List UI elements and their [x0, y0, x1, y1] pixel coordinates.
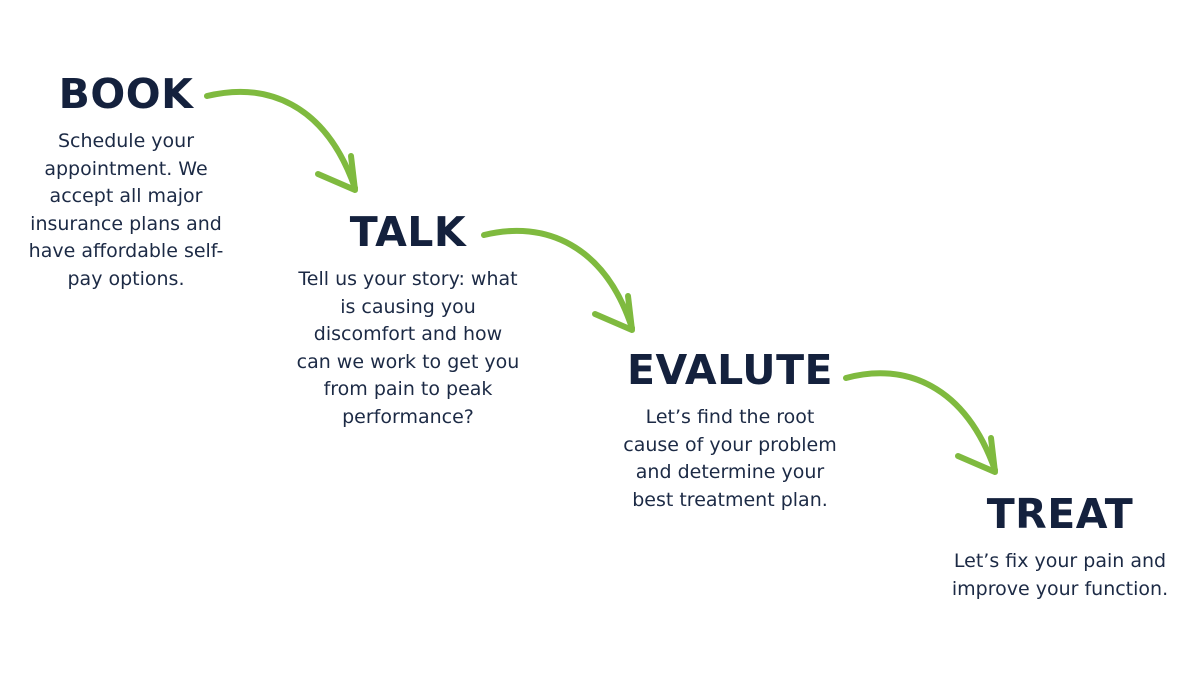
description-line: best treatment plan. [632, 488, 828, 511]
curved-arrow-icon [843, 370, 998, 475]
step-description: Let’s fix your pain and improve your fun… [942, 548, 1178, 603]
description-line: is causing you [340, 295, 476, 318]
step-description: Let’s find the root cause of your proble… [612, 404, 848, 514]
curved-arrow-icon [204, 88, 358, 193]
description-line: from pain to peak [323, 378, 493, 400]
description-line: appointment. We [44, 157, 208, 180]
step-title: EVALUTE [626, 346, 834, 394]
description-line: discomfort and how [313, 323, 503, 345]
step-title: TALK [349, 208, 467, 256]
description-line: have affordable self- [28, 240, 224, 262]
description-line: Let’s find the root [645, 406, 815, 428]
description-line: Schedule your [57, 130, 195, 152]
step-talk: TALK Tell us your story: what is causing… [292, 208, 524, 431]
step-title: BOOK [58, 70, 194, 118]
step-description: Schedule your appointment. We accept all… [20, 128, 232, 293]
step-treat: TREAT Let’s fix your pain and improve yo… [942, 490, 1178, 603]
description-line: performance? [342, 405, 474, 428]
description-line: pay options. [67, 267, 185, 290]
step-book: BOOK Schedule your appointment. We accep… [20, 70, 232, 293]
description-line: improve your function. [951, 577, 1169, 600]
description-line: accept all major [49, 185, 203, 207]
description-line: Let’s fix your pain and [953, 550, 1167, 572]
description-line: cause of your problem [623, 433, 837, 456]
description-line: insurance plans and [30, 212, 222, 235]
description-line: and determine your [635, 461, 825, 483]
description-line: Tell us your story: what [298, 268, 518, 290]
step-evalute: EVALUTE Let’s find the root cause of you… [612, 346, 848, 514]
step-description: Tell us your story: what is causing you … [292, 266, 524, 431]
curved-arrow-icon [481, 227, 635, 333]
step-title: TREAT [986, 490, 1134, 538]
description-line: can we work to get you [296, 350, 520, 373]
